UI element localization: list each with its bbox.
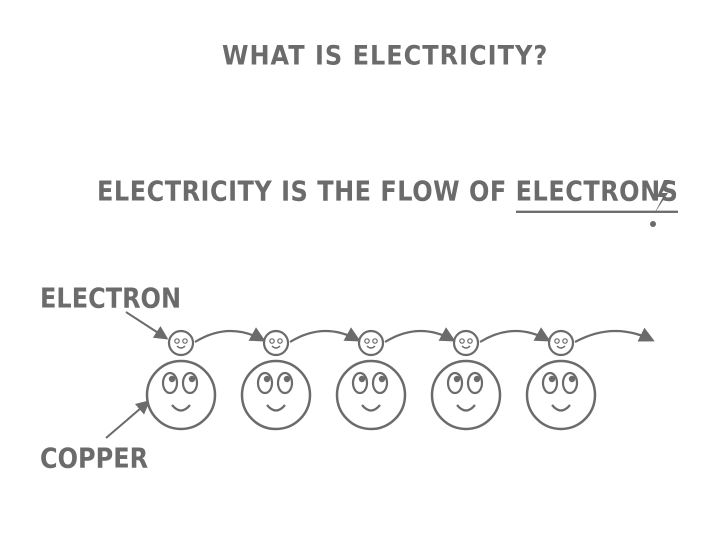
electron-eye — [562, 338, 568, 344]
flow-arrow-1 — [194, 327, 266, 343]
electron-eye — [372, 338, 378, 344]
page-title: WHAT IS ELECTRICITY? — [222, 40, 549, 72]
atom-eye — [541, 371, 559, 395]
atom-smile — [361, 404, 381, 412]
atom-eye — [371, 371, 389, 395]
copper-atom-circle — [525, 359, 597, 431]
electron-smile — [556, 345, 566, 349]
electron-3 — [357, 329, 385, 357]
atom-eye — [466, 371, 484, 395]
electron-eye — [364, 338, 370, 344]
atom-pupil — [568, 375, 576, 383]
electron-5 — [547, 329, 575, 357]
flow-arrow-3 — [384, 327, 456, 343]
copper-atom-circle — [430, 359, 502, 431]
electron-eye — [554, 338, 560, 344]
atom-pupil — [188, 375, 196, 383]
lightning-bolt-icon — [650, 180, 670, 227]
electron-label: ELECTRON — [40, 282, 182, 315]
copper-atom-circle — [335, 359, 407, 431]
electron-smile — [461, 345, 471, 349]
electron-eye — [277, 338, 283, 344]
atom-eye — [561, 371, 579, 395]
electron-circle — [357, 329, 385, 357]
statement-emphasis: ELECTRONS — [515, 175, 679, 213]
electron-smile — [176, 345, 186, 349]
electron-circle — [547, 329, 575, 357]
atom-pupil — [548, 375, 556, 383]
copper-atom-circle — [240, 359, 312, 431]
copper-atom-4 — [430, 359, 502, 431]
electron-eye — [174, 338, 180, 344]
electron-eye — [459, 338, 465, 344]
atom-smile — [266, 404, 286, 412]
electron-circle — [167, 329, 195, 357]
flow-arrow-2 — [289, 327, 361, 343]
flow-arrow-4 — [479, 327, 551, 343]
flow-arrow-5 — [574, 327, 655, 343]
atom-eye — [446, 371, 464, 395]
electron-1 — [167, 329, 195, 357]
atom-pupil — [378, 375, 386, 383]
electron-eye — [182, 338, 188, 344]
atom-pupil — [283, 375, 291, 383]
electron-eye — [467, 338, 473, 344]
copper-pointer-arrow — [105, 400, 151, 439]
atom-pupil — [358, 375, 366, 383]
electricity-statement: ELECTRICITY IS THE FLOW OF ELECTRONS — [97, 175, 679, 213]
copper-atom-circle — [145, 359, 217, 431]
electron-flow-arrows — [194, 327, 655, 343]
atom-smile — [456, 404, 476, 412]
copper-atom-3 — [335, 359, 407, 431]
atom-eye — [161, 371, 179, 395]
copper-label: COPPER — [40, 442, 149, 475]
electron-smile — [366, 345, 376, 349]
electron-4 — [452, 329, 480, 357]
electron-circle — [452, 329, 480, 357]
copper-atom-5 — [525, 359, 597, 431]
copper-atom-2 — [240, 359, 312, 431]
copper-atom-1 — [145, 359, 217, 431]
atom-pupil — [263, 375, 271, 383]
atoms-layer — [145, 329, 597, 431]
electron-2 — [262, 329, 290, 357]
atom-eye — [256, 371, 274, 395]
atom-smile — [171, 404, 191, 412]
atom-eye — [351, 371, 369, 395]
atom-eye — [276, 371, 294, 395]
atom-eye — [181, 371, 199, 395]
atom-pupil — [473, 375, 481, 383]
electron-smile — [271, 345, 281, 349]
atom-pupil — [168, 375, 176, 383]
statement-prefix: ELECTRICITY IS THE FLOW OF — [97, 175, 507, 208]
electron-circle — [262, 329, 290, 357]
electron-pointer-arrow — [125, 311, 169, 340]
atom-smile — [551, 404, 571, 412]
electron-eye — [269, 338, 275, 344]
atom-pupil — [453, 375, 461, 383]
